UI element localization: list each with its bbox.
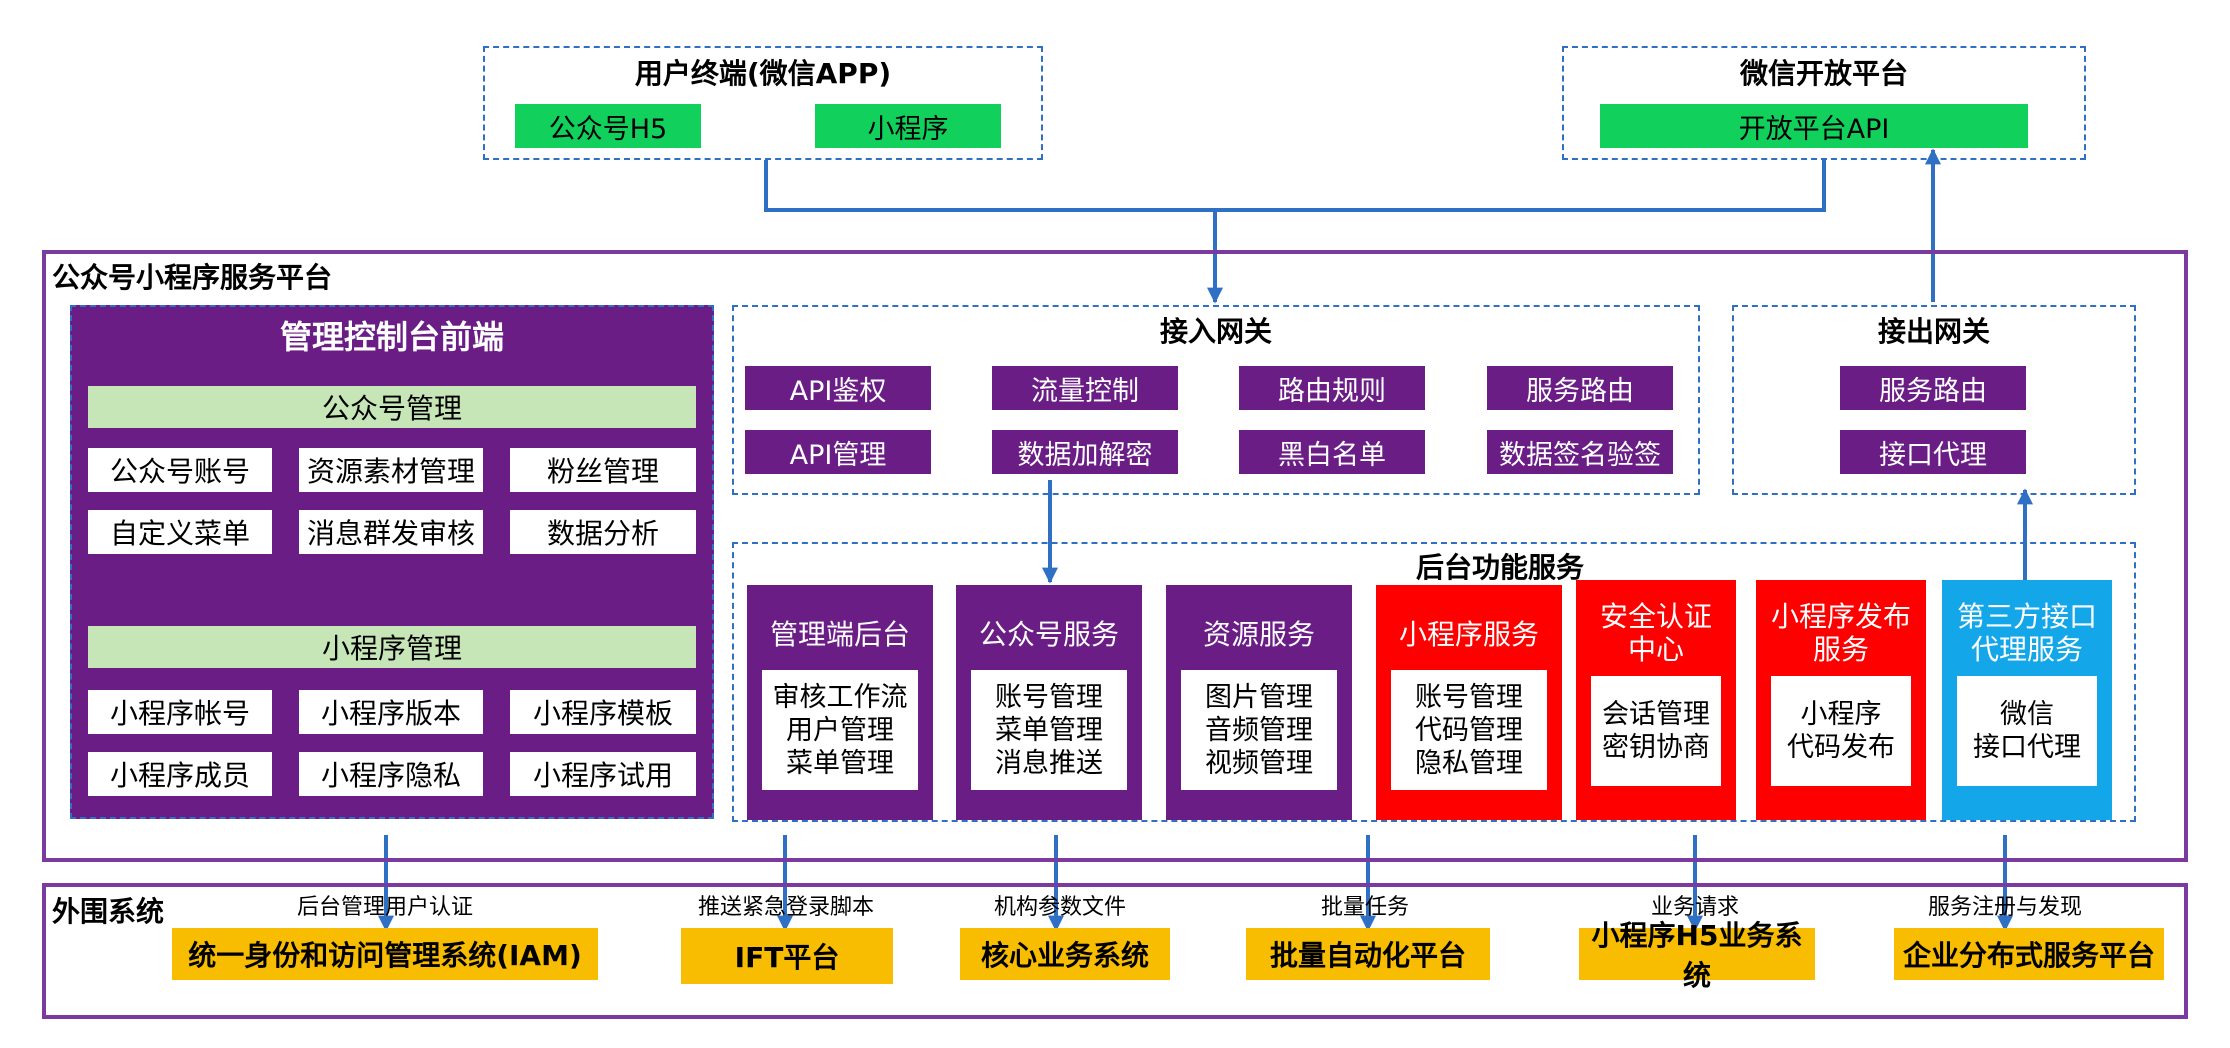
mp-item-privacy: 小程序隐私 (299, 752, 483, 796)
external-system-iam: 统一身份和访问管理系统(IAM) (172, 928, 598, 980)
ingress-item-data-signature: 数据签名验签 (1487, 430, 1673, 474)
service-body-mp-service: 账号管理 代码管理 隐私管理 (1391, 670, 1547, 790)
ingress-item-service-routing: 服务路由 (1487, 366, 1673, 410)
service-title-line: 第三方接口 (1956, 600, 2097, 633)
service-line: 图片管理 (1205, 681, 1313, 713)
external-link-label-registry: 服务注册与发现 (1927, 895, 2082, 920)
service-line: 菜单管理 (786, 747, 894, 779)
ingress-item-data-encryption: 数据加解密 (992, 430, 1178, 474)
oa-item-resource: 资源素材管理 (299, 448, 483, 492)
mp-item-version: 小程序版本 (299, 690, 483, 734)
oa-item-custom-menu: 自定义菜单 (88, 510, 272, 554)
backend-services-title: 后台功能服务 (1415, 551, 1584, 584)
service-title-admin-backend: 管理端后台 (769, 617, 910, 651)
external-link-label-batch: 批量任务 (1320, 895, 1409, 920)
mp-item-template: 小程序模板 (510, 690, 696, 734)
external-link-label-script: 推送紧急登录脚本 (697, 895, 874, 920)
external-system-batch: 批量自动化平台 (1246, 928, 1490, 980)
user-terminal-title: 用户终端(微信APP) (634, 57, 892, 90)
mp-management-header: 小程序管理 (88, 626, 696, 668)
service-line: 消息推送 (995, 747, 1103, 779)
ingress-item-api-auth: API鉴权 (745, 366, 931, 410)
external-system-ift: IFT平台 (681, 928, 893, 984)
ingress-item-blacklist: 黑白名单 (1239, 430, 1425, 474)
service-title-line: 服务 (1812, 633, 1869, 666)
service-title-line: 中心 (1627, 633, 1684, 666)
service-platform-title: 公众号小程序服务平台 (52, 261, 333, 294)
service-title-mp-publish: 小程序发布 服务 (1756, 598, 1926, 668)
service-body-third-party-proxy: 微信 接口代理 (1957, 676, 2097, 786)
service-line: 接口代理 (1973, 732, 2081, 763)
wechat-open-platform-title: 微信开放平台 (1739, 57, 1908, 90)
service-line: 代码管理 (1415, 714, 1523, 746)
service-line: 小程序 (1800, 699, 1882, 730)
oa-management-header: 公众号管理 (88, 386, 696, 428)
backend-services-box (732, 542, 2136, 822)
service-body-security-center: 会话管理 密钥协商 (1591, 676, 1721, 786)
service-title-mp-service: 小程序服务 (1398, 617, 1539, 651)
service-line: 密钥协商 (1602, 732, 1710, 763)
oa-item-fans: 粉丝管理 (510, 448, 696, 492)
service-body-mp-publish: 小程序 代码发布 (1771, 676, 1911, 786)
service-title-third-party-proxy: 第三方接口 代理服务 (1942, 598, 2112, 668)
service-title-security-center: 安全认证 中心 (1576, 598, 1736, 668)
mp-item-trial: 小程序试用 (510, 752, 696, 796)
user-terminal-box (483, 46, 1043, 160)
service-line: 账号管理 (1415, 681, 1523, 713)
service-body-admin-backend: 审核工作流 用户管理 菜单管理 (762, 670, 918, 790)
egress-gateway-box (1732, 305, 2136, 495)
oa-item-message-review: 消息群发审核 (299, 510, 483, 554)
service-line: 审核工作流 (772, 681, 908, 713)
ingress-item-api-management: API管理 (745, 430, 931, 474)
service-title-line: 安全认证 (1599, 600, 1712, 633)
ingress-item-routing-rules: 路由规则 (1239, 366, 1425, 410)
user-terminal-item-h5: 公众号H5 (515, 104, 701, 148)
service-line: 微信 (2000, 699, 2054, 730)
open-platform-api: 开放平台API (1600, 104, 2028, 148)
mp-item-account: 小程序帐号 (88, 690, 272, 734)
service-title-resource-service: 资源服务 (1202, 617, 1315, 651)
egress-item-service-routing: 服务路由 (1840, 366, 2026, 410)
ingress-gateway-box (732, 305, 1700, 495)
service-line: 代码发布 (1787, 732, 1895, 763)
service-title-oa-service: 公众号服务 (978, 617, 1119, 651)
service-line: 视频管理 (1205, 747, 1313, 779)
console-frontend-title: 管理控制台前端 (279, 318, 504, 356)
egress-gateway-title: 接出网关 (1877, 315, 1990, 348)
external-link-label-auth: 后台管理用户认证 (296, 895, 473, 920)
service-title-line: 小程序发布 (1770, 600, 1911, 633)
ingress-item-flow-control: 流量控制 (992, 366, 1178, 410)
user-terminal-item-miniprogram: 小程序 (815, 104, 1001, 148)
egress-item-interface-proxy: 接口代理 (1840, 430, 2026, 474)
external-system-distributed: 企业分布式服务平台 (1894, 928, 2164, 980)
oa-item-data-analysis: 数据分析 (510, 510, 696, 554)
service-line: 隐私管理 (1415, 747, 1523, 779)
external-system-h5: 小程序H5业务系统 (1579, 919, 1815, 992)
service-line: 音频管理 (1205, 714, 1313, 746)
service-line: 会话管理 (1602, 699, 1710, 730)
service-line: 用户管理 (786, 714, 894, 746)
oa-item-account: 公众号账号 (88, 448, 272, 492)
service-body-resource-service: 图片管理 音频管理 视频管理 (1181, 670, 1337, 790)
external-system-core: 核心业务系统 (960, 928, 1170, 980)
service-line: 账号管理 (995, 681, 1103, 713)
service-title-line: 代理服务 (1970, 633, 2083, 666)
external-link-label-request: 业务请求 (1650, 895, 1739, 920)
service-line: 菜单管理 (995, 714, 1103, 746)
ingress-gateway-title: 接入网关 (1159, 315, 1272, 348)
external-link-label-params: 机构参数文件 (993, 895, 1126, 920)
external-systems-frame (42, 883, 2188, 1019)
mp-item-member: 小程序成员 (88, 752, 272, 796)
external-systems-title: 外围系统 (52, 895, 165, 928)
wechat-open-platform-box (1562, 46, 2086, 160)
service-body-oa-service: 账号管理 菜单管理 消息推送 (971, 670, 1127, 790)
console-frontend-panel (70, 305, 714, 819)
service-platform-frame (42, 250, 2188, 862)
